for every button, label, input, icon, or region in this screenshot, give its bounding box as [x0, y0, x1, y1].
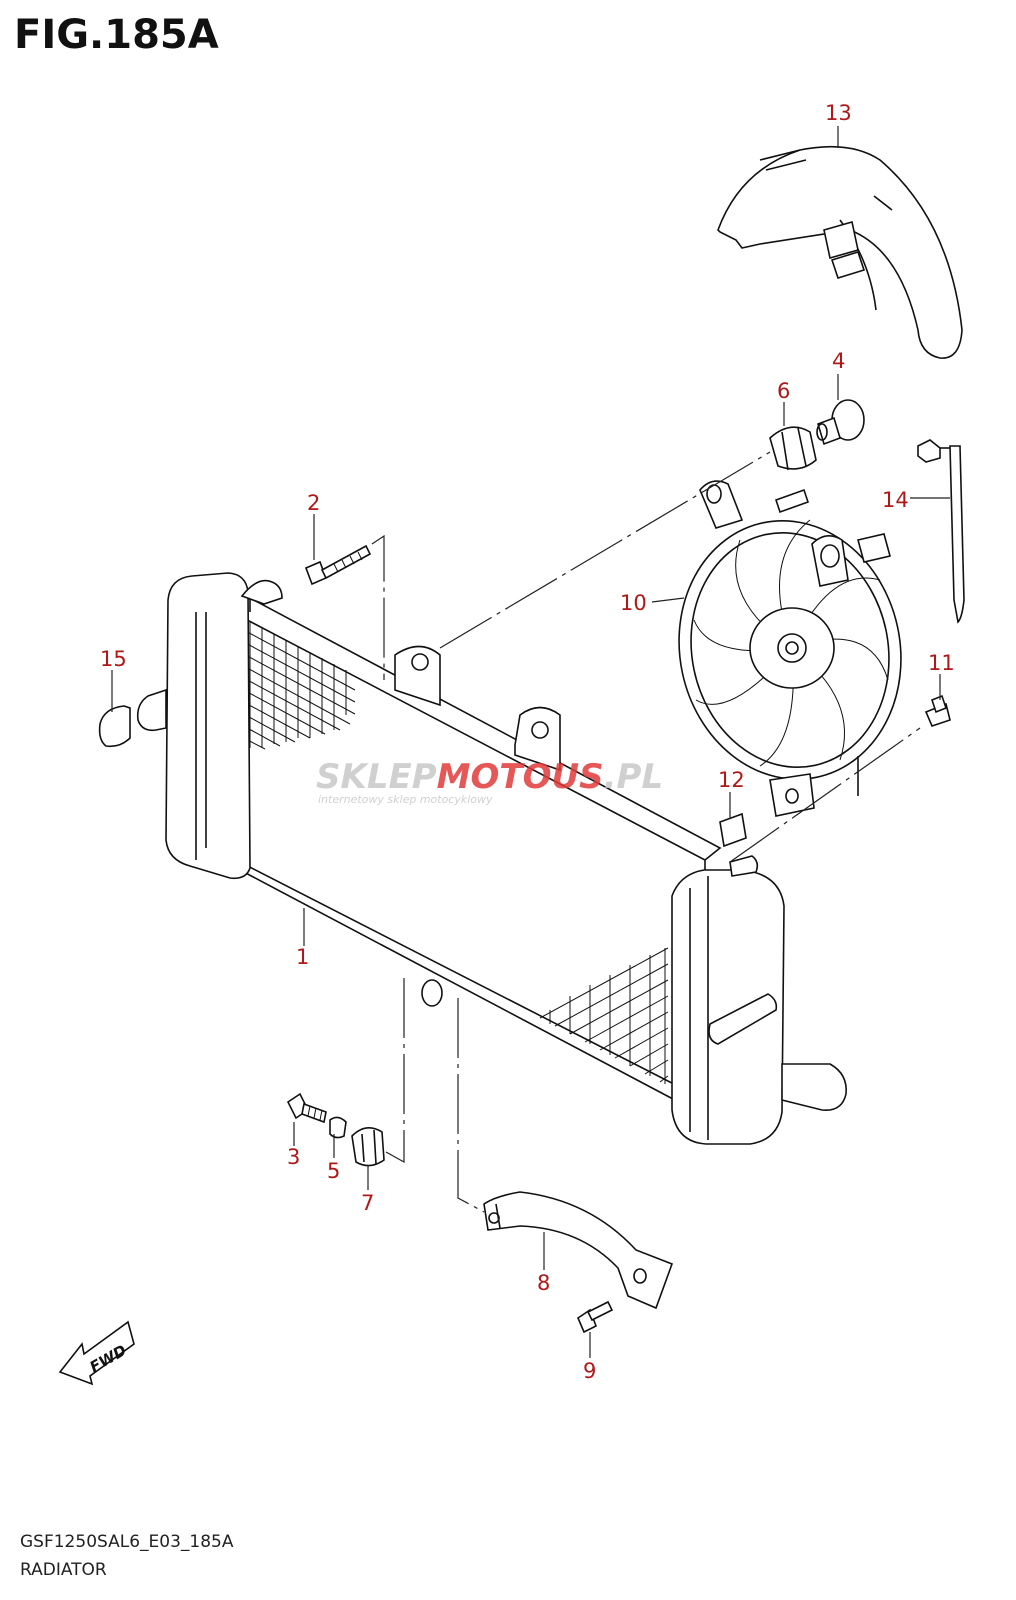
watermark: SKLEPMOTOUS.PL internetowy sklep motocyk… — [316, 757, 663, 806]
bolt-part-2 — [304, 544, 372, 586]
callout-8: 8 — [537, 1271, 550, 1295]
callout-6: 6 — [777, 379, 790, 403]
callout-7: 7 — [361, 1191, 374, 1215]
figure-code: GSF1250SAL6_E03_185A — [20, 1532, 234, 1552]
callout-15: 15 — [100, 647, 127, 671]
callout-12: 12 — [718, 768, 745, 792]
callout-5: 5 — [327, 1159, 340, 1183]
collar-part-4 — [816, 399, 865, 446]
bracket-part-8 — [483, 1191, 674, 1310]
callout-3: 3 — [287, 1145, 300, 1169]
grommet-part-6 — [769, 426, 817, 471]
leader-lines — [111, 126, 950, 1358]
bolt-part-11 — [924, 694, 951, 727]
fwd-arrow: FWD — [58, 1320, 135, 1386]
watermark-brand-b: MOTO — [437, 757, 552, 797]
watermark-brand-c: US — [552, 757, 604, 797]
collar-part-5 — [329, 1116, 347, 1139]
watermark-tagline: internetowy sklep motocyklowy — [318, 793, 493, 806]
watermark-brand-a: SKLEP — [316, 757, 437, 797]
callout-11: 11 — [928, 651, 955, 675]
callout-9: 9 — [583, 1359, 596, 1383]
watermark-brand-d: .PL — [604, 757, 664, 797]
cooling-fan-assembly — [678, 480, 902, 817]
grommet-part-7 — [351, 1127, 385, 1167]
clamp-part-14 — [917, 439, 965, 624]
callout-4: 4 — [832, 349, 845, 373]
callout-1: 1 — [296, 945, 309, 969]
cap-part-15 — [98, 705, 131, 748]
fan-cover — [717, 145, 963, 359]
radiator-right-tank — [671, 855, 847, 1145]
callout-13: 13 — [825, 101, 852, 125]
callout-2: 2 — [307, 491, 320, 515]
radiator-left-tank — [136, 572, 283, 880]
bolt-part-9 — [577, 1300, 614, 1334]
assembly-lines — [371, 451, 921, 1213]
callout-14: 14 — [882, 488, 909, 512]
callout-labels: 1 2 3 4 5 6 7 8 9 10 11 12 13 14 15 — [100, 101, 955, 1383]
figure-name: RADIATOR — [20, 1560, 107, 1580]
nut-part-12 — [719, 812, 747, 848]
callout-10: 10 — [620, 591, 647, 615]
bolt-part-3 — [286, 1092, 327, 1124]
svg-text:SKLEPMOTOUS.PL: SKLEPMOTOUS.PL — [316, 757, 663, 797]
figure-title: FIG.185A — [14, 12, 219, 58]
radiator-core — [231, 597, 722, 1109]
